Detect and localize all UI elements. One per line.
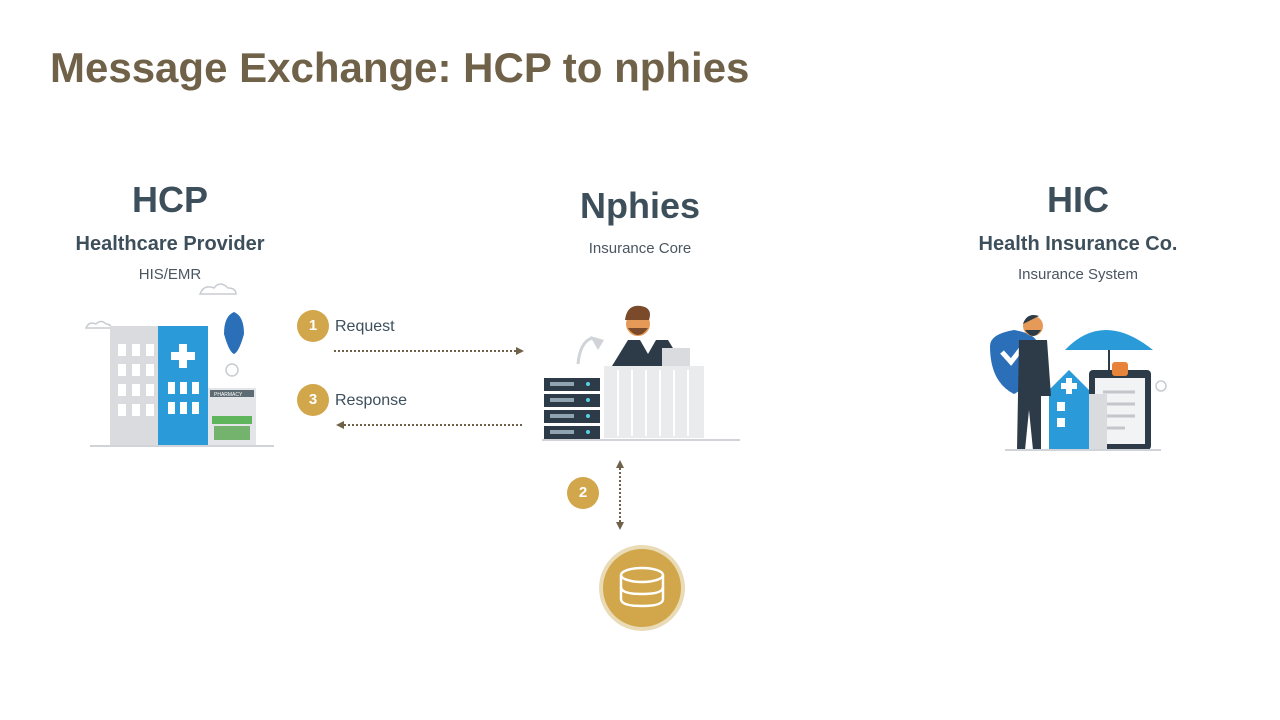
cloud-icon <box>198 283 237 295</box>
step-badge-2: 2 <box>567 477 599 509</box>
lamp <box>576 336 593 365</box>
hic-code: HIC <box>1047 179 1109 220</box>
building-icon <box>1049 370 1089 450</box>
cloud-icon <box>84 320 112 329</box>
page-title: Message Exchange: HCP to nphies <box>50 44 750 91</box>
pharmacy-sign: PHARMACY <box>214 392 243 398</box>
hospital-illustration: PHARMACY <box>84 283 274 447</box>
database-arrow <box>616 460 624 530</box>
shield-icon <box>224 312 244 354</box>
hic-name: Health Insurance Co. <box>978 233 1178 255</box>
nphies-column: Nphies Insurance Core <box>510 186 770 258</box>
hcp-column: HCP Healthcare Provider HIS/EMR <box>40 180 300 284</box>
response-arrow <box>336 421 524 429</box>
step-badge-3: 3 <box>297 384 329 416</box>
nphies-illustration <box>542 305 740 441</box>
hic-system: Insurance System <box>1017 266 1139 283</box>
person-body <box>1017 340 1051 450</box>
step-badge-1: 1 <box>297 310 329 342</box>
server-rack <box>544 378 600 439</box>
nphies-name: Nphies <box>579 185 701 226</box>
request-label: Request <box>335 318 395 335</box>
nphies-system: Insurance Core <box>588 240 692 257</box>
umbrella-icon <box>1065 330 1153 350</box>
hcp-code: HCP <box>131 179 208 220</box>
medical-cross-icon <box>171 344 195 368</box>
database-icon <box>599 545 685 631</box>
hic-column: HIC Health Insurance Co. Insurance Syste… <box>948 180 1208 284</box>
laptop <box>662 348 690 366</box>
response-label: Response <box>335 392 408 409</box>
hcp-name: Healthcare Provider <box>75 233 265 255</box>
hic-illustration <box>990 315 1167 451</box>
hcp-system: HIS/EMR <box>138 266 202 283</box>
request-arrow <box>334 347 524 355</box>
